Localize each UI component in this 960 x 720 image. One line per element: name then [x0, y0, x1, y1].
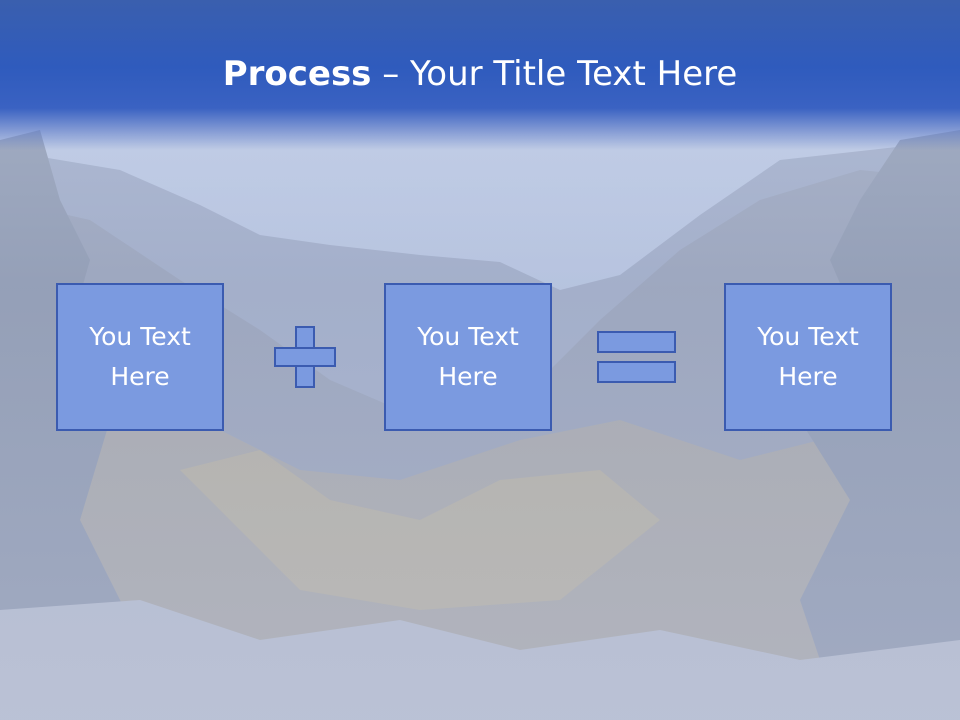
equals-icon-top-bar [597, 331, 676, 353]
process-box-2-text: You Text Here [417, 322, 519, 391]
process-box-3: You Text Here [724, 283, 892, 431]
plus-icon [274, 326, 336, 388]
slide-title: Process – Your Title Text Here [0, 52, 960, 96]
plus-center [297, 349, 313, 365]
title-band [0, 0, 960, 150]
title-bold-text: Process [222, 54, 372, 94]
equals-icon-bottom-bar [597, 361, 676, 383]
title-rest-text: – Your Title Text Here [371, 54, 738, 94]
process-box-1: You Text Here [56, 283, 224, 431]
process-box-1-text: You Text Here [89, 322, 191, 391]
process-box-3-text: You Text Here [757, 322, 859, 391]
process-box-2: You Text Here [384, 283, 552, 431]
